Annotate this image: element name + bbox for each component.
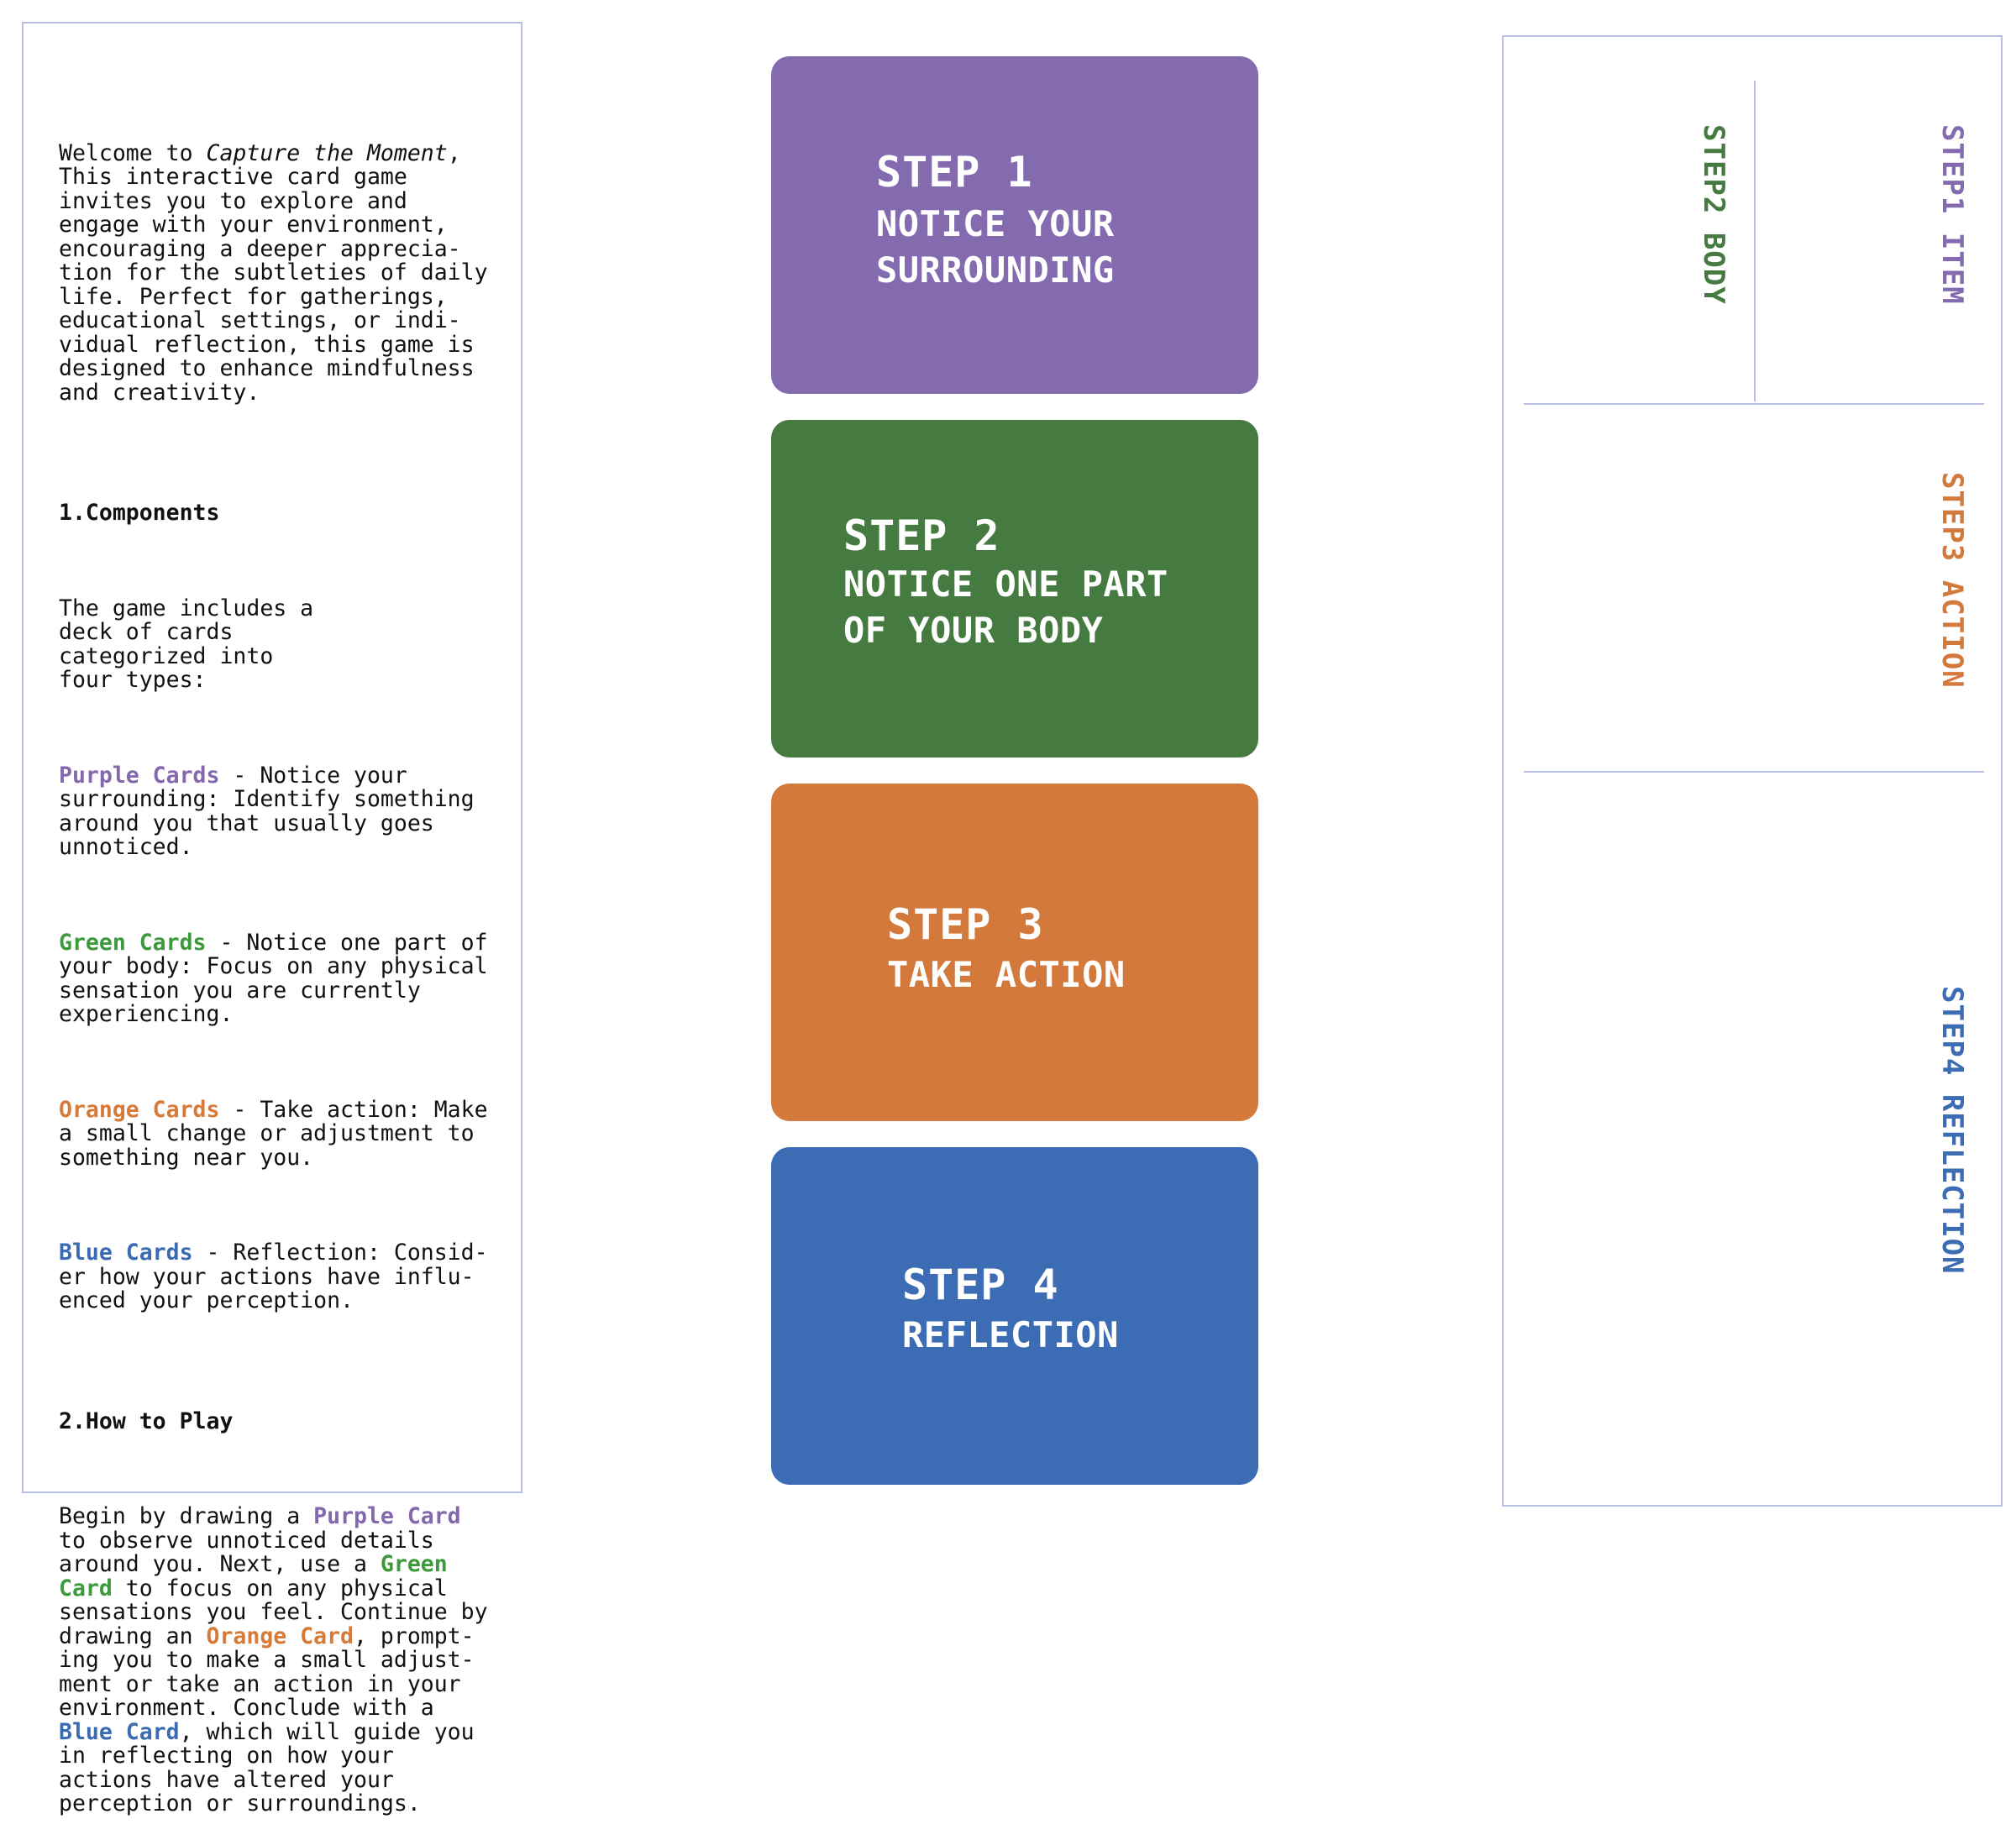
step-4-card: STEP 4 REFLECTION [771,1147,1258,1485]
step-2-text: NOTICE ONE PART OF YOUR BODY [843,564,1168,651]
howto-part-1: Begin by drawing a [59,1503,314,1529]
purple-cards-label: Purple Cards [59,762,220,789]
how-to-play-heading: 2.How to Play [59,1408,234,1434]
orange-cards-label: Orange Cards [59,1096,220,1123]
intro-prefix: Welcome to [59,139,207,166]
step-1-text: NOTICE YOUR SURROUNDING [876,203,1115,291]
instructions-text: Welcome to Capture the Moment, This inte… [59,118,504,1840]
step-2-label: STEP2 BODY [1697,124,1730,305]
green-cards-text: - Notice one part of your body: Focus on… [59,929,488,1027]
orange-cards-text: - Take action: Make a small change or ad… [59,1096,488,1171]
components-heading: 1.Components [59,500,220,526]
blue-card-desc: Blue Cards - Reflection: Consid-er how y… [59,1240,496,1313]
panel-divider-vertical [1754,81,1756,401]
how-to-play-text: Begin by drawing a Purple Card to observ… [59,1503,496,1816]
orange-card-desc: Orange Cards - Take action: Make a small… [59,1098,496,1171]
green-card-desc: Green Cards - Notice one part of your bo… [59,929,496,1027]
intro-body: , This interactive card game invites you… [59,139,488,406]
howto-part-2: to observe unnoticed details around you.… [59,1527,434,1577]
step-3-title: STEP 3 [887,900,1044,949]
components-intro: The game includes a deck of cards catego… [59,595,314,693]
blue-cards-label: Blue Cards [59,1240,193,1266]
intro-paragraph: Welcome to Capture the Moment, This inte… [59,139,496,406]
step-1-card: STEP 1 NOTICE YOUR SURROUNDING [771,56,1258,394]
howto-orange-card: Orange Card [206,1622,354,1649]
step-3-label: STEP3 ACTION [1935,472,1969,689]
step-2-card: STEP 2 NOTICE ONE PART OF YOUR BODY [771,420,1258,757]
step-4-title: STEP 4 [902,1261,1059,1309]
step-4-text: REFLECTION [902,1314,1119,1355]
purple-card-desc: Purple Cards - Notice your surrounding: … [59,762,496,860]
step-1-label: STEP1 ITEM [1935,124,1969,305]
step-4-label: STEP4 REFLECTION [1935,986,1969,1275]
howto-blue-card: Blue Card [59,1718,180,1745]
green-cards-label: Green Cards [59,929,207,956]
step-2-title: STEP 2 [843,511,1000,560]
purple-cards-text: - Notice your surrounding: Identify some… [59,762,475,860]
step-3-text: TAKE ACTION [887,954,1126,995]
game-title: Capture the Moment [206,139,448,166]
panel-divider-2 [1524,771,1984,773]
step-1-title: STEP 1 [876,148,1033,197]
instructions-panel: Welcome to Capture the Moment, This inte… [22,22,522,1816]
panel-divider-1 [1524,403,1984,405]
howto-purple-card: Purple Card [313,1503,461,1529]
blue-cards-text: - Reflection: Consid-er how your actions… [59,1240,488,1313]
step-3-card: STEP 3 TAKE ACTION [771,784,1258,1121]
step-labels-panel: STEP1 ITEM STEP2 BODY STEP3 ACTION STEP4… [1502,35,2003,1507]
